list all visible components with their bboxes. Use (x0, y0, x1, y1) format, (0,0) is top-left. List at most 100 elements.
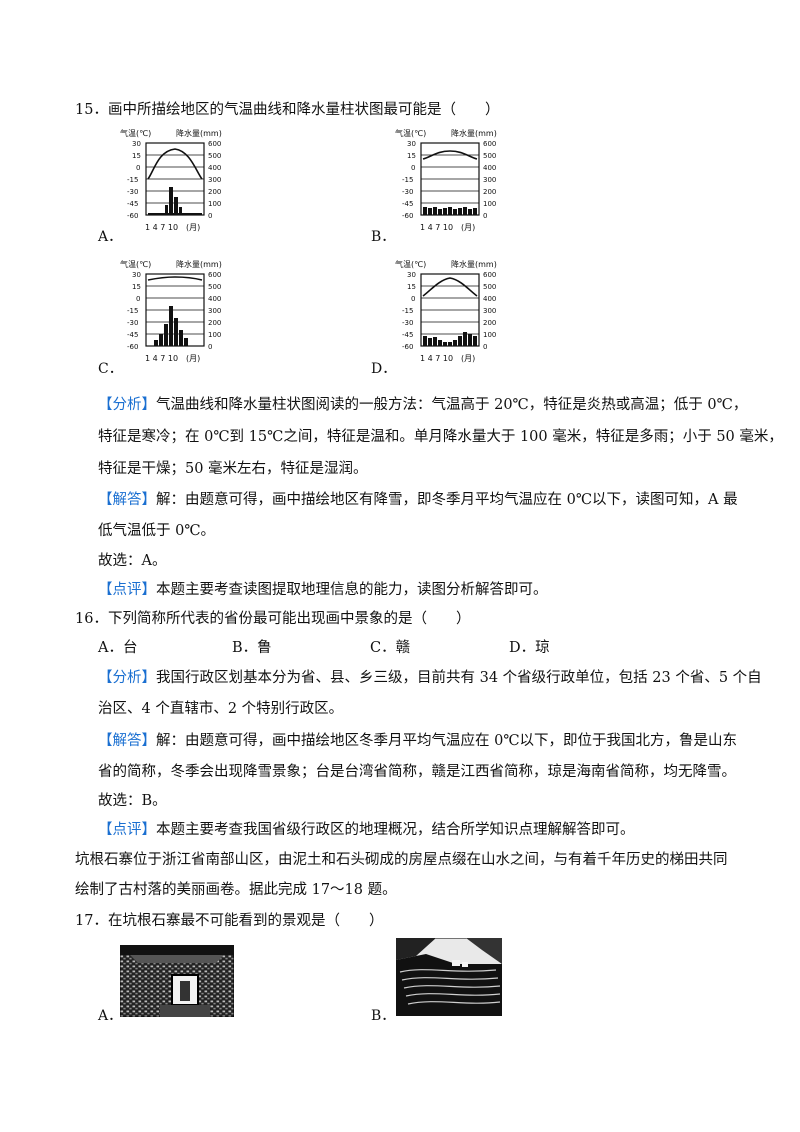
svg-text:(月): (月) (461, 223, 475, 232)
svg-text:600: 600 (483, 140, 496, 148)
q16-comment: 【点评】本题主要考查我国省级行政区的地理概况，结合所学知识点理解解答即可。 (98, 822, 635, 838)
svg-text:100: 100 (208, 331, 221, 339)
passage-line-2: 绘制了古村落的美丽画卷。据此完成 17～18 题。 (75, 882, 397, 898)
q16-option-b[interactable]: B．鲁 (232, 640, 272, 656)
svg-text:-60: -60 (402, 212, 413, 220)
q15-analysis-line-1: 【分析】气温曲线和降水量柱状图阅读的一般方法：气温高于 20℃，特征是炎热或高温… (98, 397, 748, 413)
svg-text:-60: -60 (127, 343, 138, 351)
svg-text:15: 15 (132, 152, 141, 160)
temperature-curve (147, 148, 203, 180)
svg-text:500: 500 (208, 283, 221, 291)
svg-text:-60: -60 (127, 212, 138, 220)
svg-text:-15: -15 (402, 176, 413, 184)
q15-option-b[interactable]: B． (371, 229, 396, 245)
svg-text:200: 200 (483, 319, 496, 327)
svg-text:30: 30 (132, 140, 141, 148)
analysis-tag: 【分析】 (98, 670, 156, 686)
q16-answer-line-1: 【解答】解：由题意可得，画中描绘地区冬季月平均气温应在 0℃以下，即位于我国北方… (98, 733, 738, 749)
svg-text:0: 0 (208, 212, 212, 220)
q16-option-a[interactable]: A．台 (98, 640, 138, 656)
month-ticks: 1 4 7 10 (145, 223, 178, 232)
passage-line-1: 坑根石寨位于浙江省南部山区，由泥土和石头砌成的房屋点缀在山水之间，与有着千年历史… (75, 852, 728, 868)
precip-bars (423, 332, 477, 346)
svg-text:500: 500 (208, 152, 221, 160)
month-unit: (月) (186, 223, 200, 232)
q16-answer-line-2: 省的简称，冬季会出现降雪景象；台是台湾省简称，赣是江西省简称，琼是海南省简称，均… (98, 764, 736, 780)
svg-text:300: 300 (208, 307, 221, 315)
svg-text:-45: -45 (402, 331, 413, 339)
svg-text:400: 400 (483, 295, 496, 303)
q15-comment: 【点评】本题主要考查读图提取地理信息的能力，读图分析解答即可。 (98, 582, 548, 598)
precip-axis-title: 降水量(mm) (176, 128, 222, 138)
svg-text:0: 0 (411, 295, 415, 303)
photo-b-terraced-fields (396, 938, 502, 1016)
photo-a-stone-house (120, 945, 234, 1017)
svg-text:100: 100 (208, 200, 221, 208)
svg-text:30: 30 (407, 140, 416, 148)
svg-text:-30: -30 (127, 188, 138, 196)
q15-answer-line-1: 【解答】解：由题意可得，画中描绘地区有降雪，即冬季月平均气温应在 0℃以下，读图… (98, 492, 738, 508)
svg-text:600: 600 (208, 271, 221, 279)
answer-tag: 【解答】 (98, 492, 156, 508)
svg-text:-45: -45 (127, 331, 138, 339)
svg-text:1 4 7 10: 1 4 7 10 (420, 354, 453, 363)
q15-option-a[interactable]: A． (98, 229, 123, 245)
svg-text:(月): (月) (186, 354, 200, 363)
svg-text:600: 600 (483, 271, 496, 279)
svg-text:400: 400 (208, 295, 221, 303)
svg-text:0: 0 (208, 343, 212, 351)
q15-option-d[interactable]: D． (371, 361, 397, 377)
q16-analysis-line-2: 治区、4 个直辖市、2 个特别行政区。 (98, 701, 344, 717)
svg-text:降水量(mm): 降水量(mm) (176, 259, 222, 269)
svg-text:15: 15 (407, 152, 416, 160)
precip-bars (148, 187, 202, 215)
svg-text:0: 0 (483, 212, 487, 220)
svg-text:(月): (月) (461, 354, 475, 363)
svg-text:0: 0 (136, 295, 140, 303)
svg-text:0: 0 (411, 164, 415, 172)
svg-text:100: 100 (483, 331, 496, 339)
svg-text:300: 300 (483, 307, 496, 315)
svg-text:-15: -15 (127, 307, 138, 315)
q16-option-d[interactable]: D．琼 (509, 640, 550, 656)
svg-text:-45: -45 (127, 200, 138, 208)
svg-text:-15: -15 (127, 176, 138, 184)
svg-text:气温(℃): 气温(℃) (395, 128, 426, 138)
svg-text:-45: -45 (402, 200, 413, 208)
svg-text:-60: -60 (402, 343, 413, 351)
comment-tag: 【点评】 (98, 822, 156, 838)
q15-analysis-line-3: 特征是干燥；50 毫米左右，特征是湿润。 (98, 461, 368, 477)
q17-option-a[interactable]: A． (98, 1008, 123, 1024)
svg-text:1 4 7 10: 1 4 7 10 (420, 223, 453, 232)
precip-bars (154, 306, 188, 346)
svg-text:400: 400 (208, 164, 221, 172)
svg-text:1 4 7 10: 1 4 7 10 (145, 354, 178, 363)
q15-option-c[interactable]: C． (98, 361, 123, 377)
precip-bars (423, 207, 477, 215)
svg-text:600: 600 (208, 140, 221, 148)
q17-stem: 17．在坑根石寨最不可能看到的景观是（ ） (75, 913, 384, 929)
svg-text:气温(℃): 气温(℃) (395, 259, 426, 269)
svg-text:-30: -30 (402, 188, 413, 196)
svg-text:-30: -30 (402, 319, 413, 327)
q15-analysis-line-2: 特征是寒冷；在 0℃到 15℃之间，特征是温和。单月降水量大于 100 毫米，特… (98, 429, 783, 445)
svg-text:0: 0 (483, 343, 487, 351)
svg-text:500: 500 (483, 283, 496, 291)
q16-choice: 故选：B。 (98, 793, 167, 809)
temperature-curve (422, 277, 478, 297)
q16-option-c[interactable]: C．赣 (370, 640, 411, 656)
svg-text:15: 15 (407, 283, 416, 291)
svg-text:100: 100 (483, 200, 496, 208)
svg-text:0: 0 (136, 164, 140, 172)
svg-text:15: 15 (132, 283, 141, 291)
q17-option-b[interactable]: B． (371, 1008, 396, 1024)
q16-analysis-line-1: 【分析】我国行政区划基本分为省、县、乡三级，目前共有 34 个省级行政单位，包括… (98, 670, 762, 686)
svg-text:气温(℃): 气温(℃) (120, 259, 151, 269)
comment-tag: 【点评】 (98, 582, 156, 598)
svg-text:30: 30 (407, 271, 416, 279)
svg-text:降水量(mm): 降水量(mm) (451, 128, 497, 138)
temp-axis-title: 气温(℃) (120, 128, 151, 138)
